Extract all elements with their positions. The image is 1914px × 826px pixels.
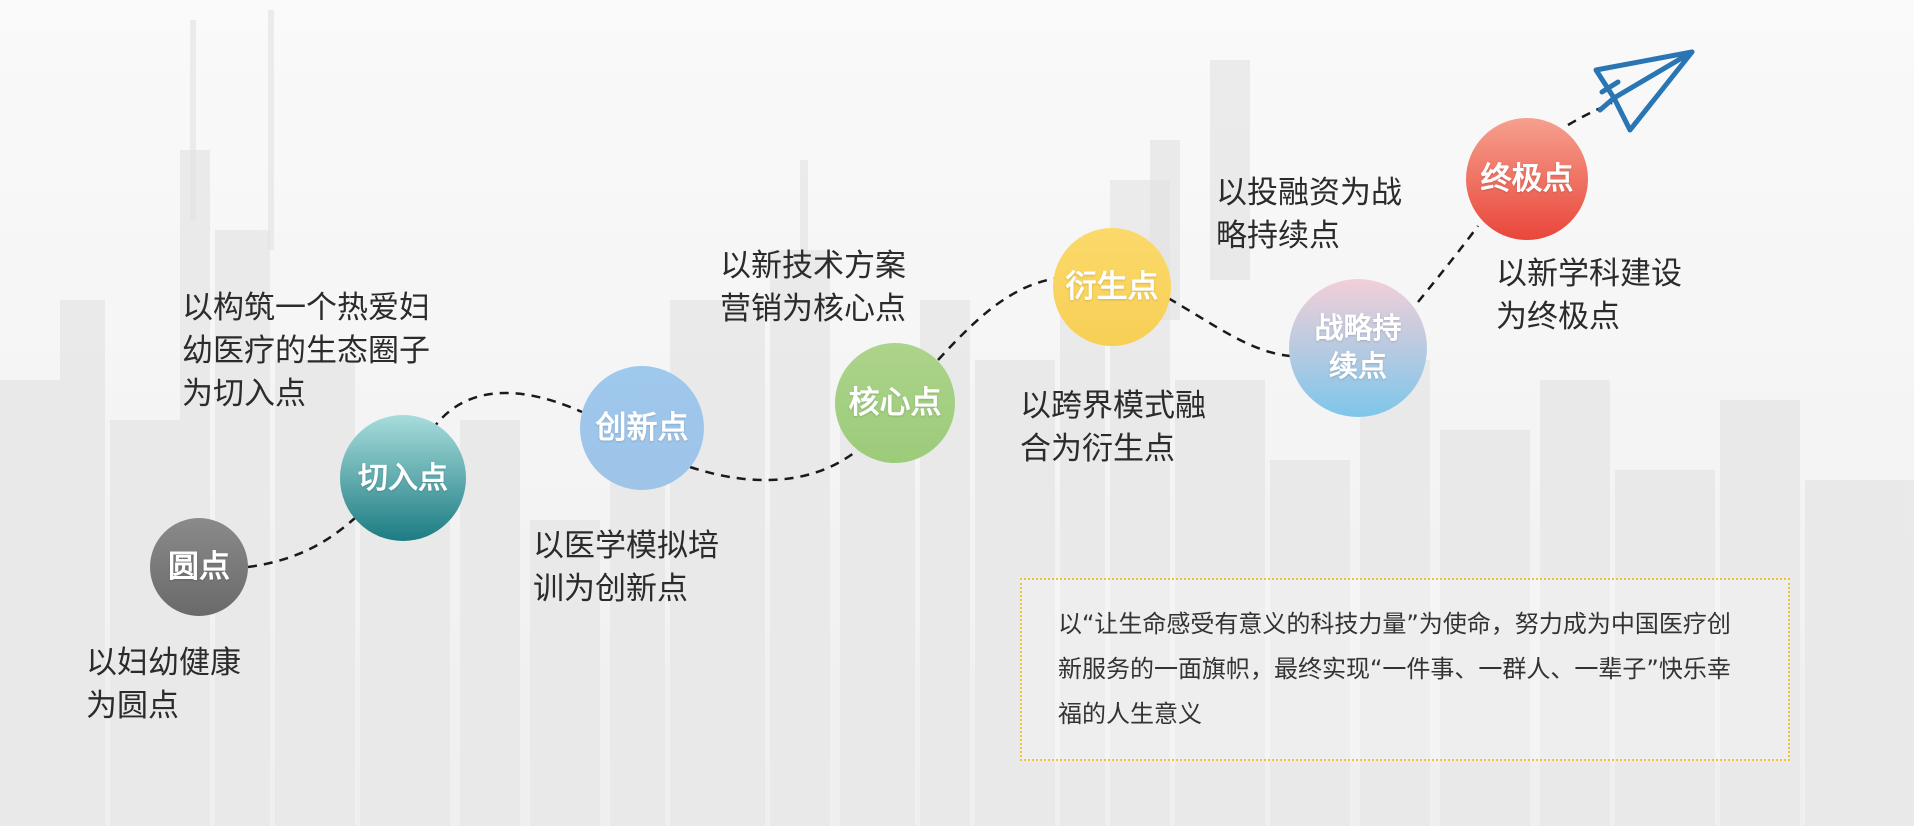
node-label: 创新点 (595, 409, 689, 446)
node-chuangxin: 创新点 (580, 366, 704, 490)
node-label: 切入点 (358, 460, 448, 496)
description-yuan: 以妇幼健康 为圆点 (86, 645, 241, 724)
node-yuan: 圆点 (150, 518, 248, 616)
description-hexin: 以新技术方案 营销为核心点 (720, 248, 906, 327)
description-zhanlue: 以投融资为战 略持续点 (1216, 175, 1402, 254)
node-label: 核心点 (848, 384, 942, 421)
mission-statement-box: 以“让生命感受有意义的科技力量”为使命，努力成为中国医疗创新服务的一面旗帜，最终… (1020, 578, 1790, 761)
paper-plane-icon (1593, 49, 1695, 133)
node-label: 衍生点 (1065, 268, 1159, 305)
node-yansheng: 衍生点 (1053, 228, 1171, 346)
node-qieru: 切入点 (340, 415, 466, 541)
description-yansheng: 以跨界模式融 合为衍生点 (1020, 388, 1206, 467)
description-qieru: 以构筑一个热爱妇 幼医疗的生态圈子 为切入点 (182, 290, 430, 412)
node-label: 终极点 (1480, 160, 1574, 197)
node-label: 圆点 (168, 548, 230, 585)
node-label: 战略持 续点 (1314, 311, 1402, 383)
description-zhongji: 以新学科建设 为终极点 (1496, 256, 1682, 335)
mission-text: 以“让生命感受有意义的科技力量”为使命，努力成为中国医疗创新服务的一面旗帜，最终… (1058, 610, 1731, 728)
node-zhanlue: 战略持 续点 (1289, 279, 1427, 417)
description-chuangxin: 以医学模拟培 训为创新点 (533, 528, 719, 607)
node-hexin: 核心点 (835, 343, 955, 463)
node-zhongji: 终极点 (1466, 118, 1588, 240)
